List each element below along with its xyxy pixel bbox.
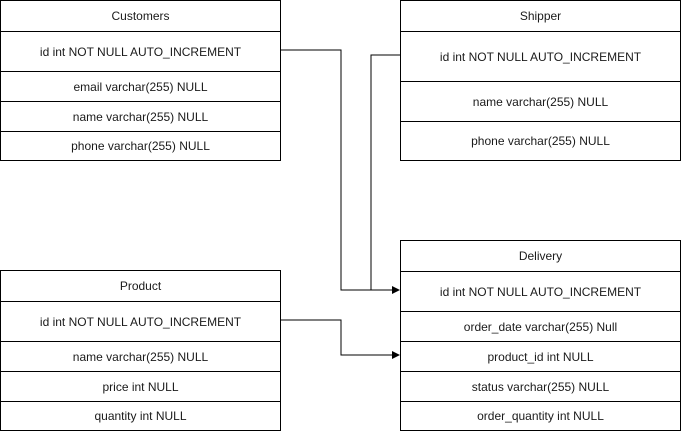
- delivery-table[interactable]: Delivery id int NOT NULL AUTO_INCREMENT …: [400, 240, 681, 431]
- shipper-field-id[interactable]: id int NOT NULL AUTO_INCREMENT: [401, 31, 680, 81]
- shipper-table[interactable]: Shipper id int NOT NULL AUTO_INCREMENT n…: [400, 0, 681, 161]
- customers-to-delivery-connector: [281, 49, 400, 294]
- delivery-field-id[interactable]: id int NOT NULL AUTO_INCREMENT: [401, 271, 680, 311]
- shipper-field-name[interactable]: name varchar(255) NULL: [401, 81, 680, 121]
- product-table[interactable]: Product id int NOT NULL AUTO_INCREMENT n…: [0, 270, 281, 431]
- product-field-price[interactable]: price int NULL: [1, 371, 280, 401]
- delivery-field-product-id[interactable]: product_id int NULL: [401, 341, 680, 371]
- product-field-quantity[interactable]: quantity int NULL: [1, 401, 280, 430]
- delivery-field-status[interactable]: status varchar(255) NULL: [401, 371, 680, 401]
- shipper-field-phone[interactable]: phone varchar(255) NULL: [401, 121, 680, 160]
- product-to-delivery-connector: [281, 319, 400, 359]
- shipper-to-delivery-connector: [370, 54, 400, 290]
- delivery-title: Delivery: [518, 249, 563, 263]
- product-title: Product: [119, 279, 162, 293]
- product-field-name[interactable]: name varchar(255) NULL: [1, 341, 280, 371]
- customers-field-email[interactable]: email varchar(255) NULL: [1, 71, 280, 101]
- customers-field-name[interactable]: name varchar(255) NULL: [1, 101, 280, 131]
- product-field-id[interactable]: id int NOT NULL AUTO_INCREMENT: [1, 301, 280, 341]
- delivery-field-order-quantity[interactable]: order_quantity int NULL: [401, 401, 680, 430]
- customers-title: Customers: [111, 9, 170, 23]
- delivery-field-order-date[interactable]: order_date varchar(255) Null: [401, 311, 680, 341]
- customers-table[interactable]: Customers id int NOT NULL AUTO_INCREMENT…: [0, 0, 281, 161]
- customers-field-phone[interactable]: phone varchar(255) NULL: [1, 131, 280, 160]
- shipper-title: Shipper: [519, 9, 562, 23]
- customers-field-id[interactable]: id int NOT NULL AUTO_INCREMENT: [1, 31, 280, 71]
